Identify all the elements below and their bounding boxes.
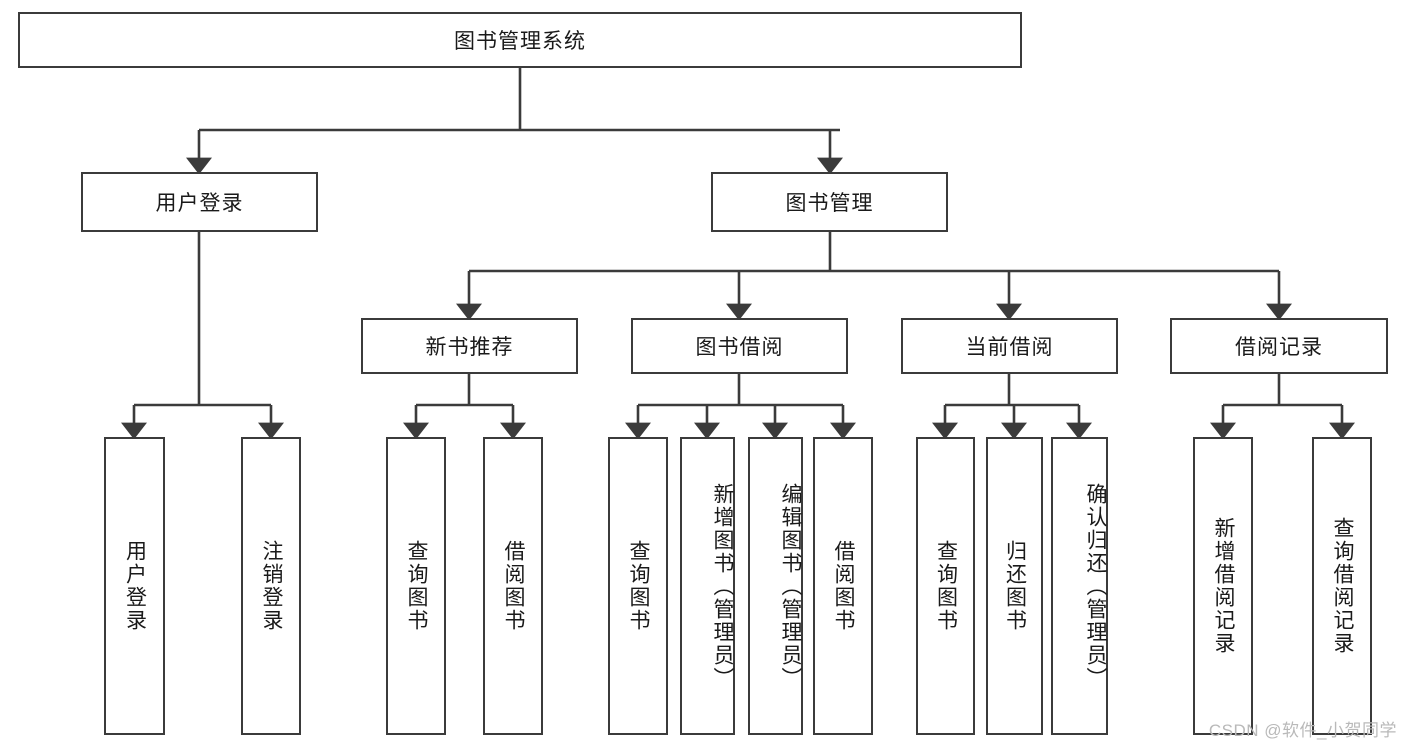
leaf-add-borrow-record-label: 新增借阅记录 (1212, 517, 1236, 655)
node-book-manage-label: 图书管理 (785, 192, 874, 215)
leaf-borrow-book-label: 借阅图书 (832, 540, 856, 632)
node-current-borrow[interactable]: 当前借阅 (901, 318, 1118, 374)
node-root-label: 图书管理系统 (454, 30, 586, 53)
node-book-borrow-label: 图书借阅 (695, 336, 784, 359)
leaf-confirm-return-admin[interactable]: 确认归还（管理员） (1051, 437, 1108, 735)
leaf-edit-book-admin-label: 编辑图书（管理员） (779, 482, 802, 690)
node-user-login-label: 用户登录 (155, 192, 244, 215)
node-current-borrow-label: 当前借阅 (965, 336, 1054, 359)
node-new-book-recommend-label: 新书推荐 (425, 336, 514, 359)
leaf-confirm-return-admin-label: 确认归还（管理员） (1084, 482, 1107, 690)
node-book-manage[interactable]: 图书管理 (711, 172, 948, 232)
node-book-borrow[interactable]: 图书借阅 (631, 318, 848, 374)
node-borrow-record-label: 借阅记录 (1235, 336, 1323, 359)
leaf-query-book-current[interactable]: 查询图书 (916, 437, 975, 735)
leaf-return-book[interactable]: 归还图书 (986, 437, 1043, 735)
leaf-user-login[interactable]: 用户登录 (104, 437, 165, 735)
leaf-query-book-rec-label: 查询图书 (405, 540, 429, 632)
node-borrow-record[interactable]: 借阅记录 (1170, 318, 1388, 374)
leaf-add-book-admin-label: 新增图书（管理员） (711, 482, 734, 690)
watermark-text: CSDN @软件_小贺同学 (1208, 721, 1397, 740)
leaf-edit-book-admin[interactable]: 编辑图书（管理员） (748, 437, 803, 735)
node-root[interactable]: 图书管理系统 (18, 12, 1022, 68)
leaf-return-book-label: 归还图书 (1003, 540, 1027, 632)
node-user-login[interactable]: 用户登录 (81, 172, 318, 232)
leaf-query-book-borrow-label: 查询图书 (627, 540, 651, 632)
leaf-query-book-borrow[interactable]: 查询图书 (608, 437, 668, 735)
leaf-logout-login-label: 注销登录 (260, 540, 284, 632)
leaf-query-borrow-record[interactable]: 查询借阅记录 (1312, 437, 1372, 735)
node-new-book-recommend[interactable]: 新书推荐 (361, 318, 578, 374)
leaf-borrow-book-rec[interactable]: 借阅图书 (483, 437, 543, 735)
leaf-query-borrow-record-label: 查询借阅记录 (1331, 517, 1355, 655)
leaf-borrow-book-rec-label: 借阅图书 (502, 540, 526, 632)
leaf-logout-login[interactable]: 注销登录 (241, 437, 301, 735)
leaf-query-book-current-label: 查询图书 (934, 540, 958, 632)
leaf-query-book-rec[interactable]: 查询图书 (386, 437, 446, 735)
leaf-add-borrow-record[interactable]: 新增借阅记录 (1193, 437, 1253, 735)
leaf-user-login-label: 用户登录 (123, 540, 147, 632)
leaf-add-book-admin[interactable]: 新增图书（管理员） (680, 437, 735, 735)
leaf-borrow-book[interactable]: 借阅图书 (813, 437, 873, 735)
